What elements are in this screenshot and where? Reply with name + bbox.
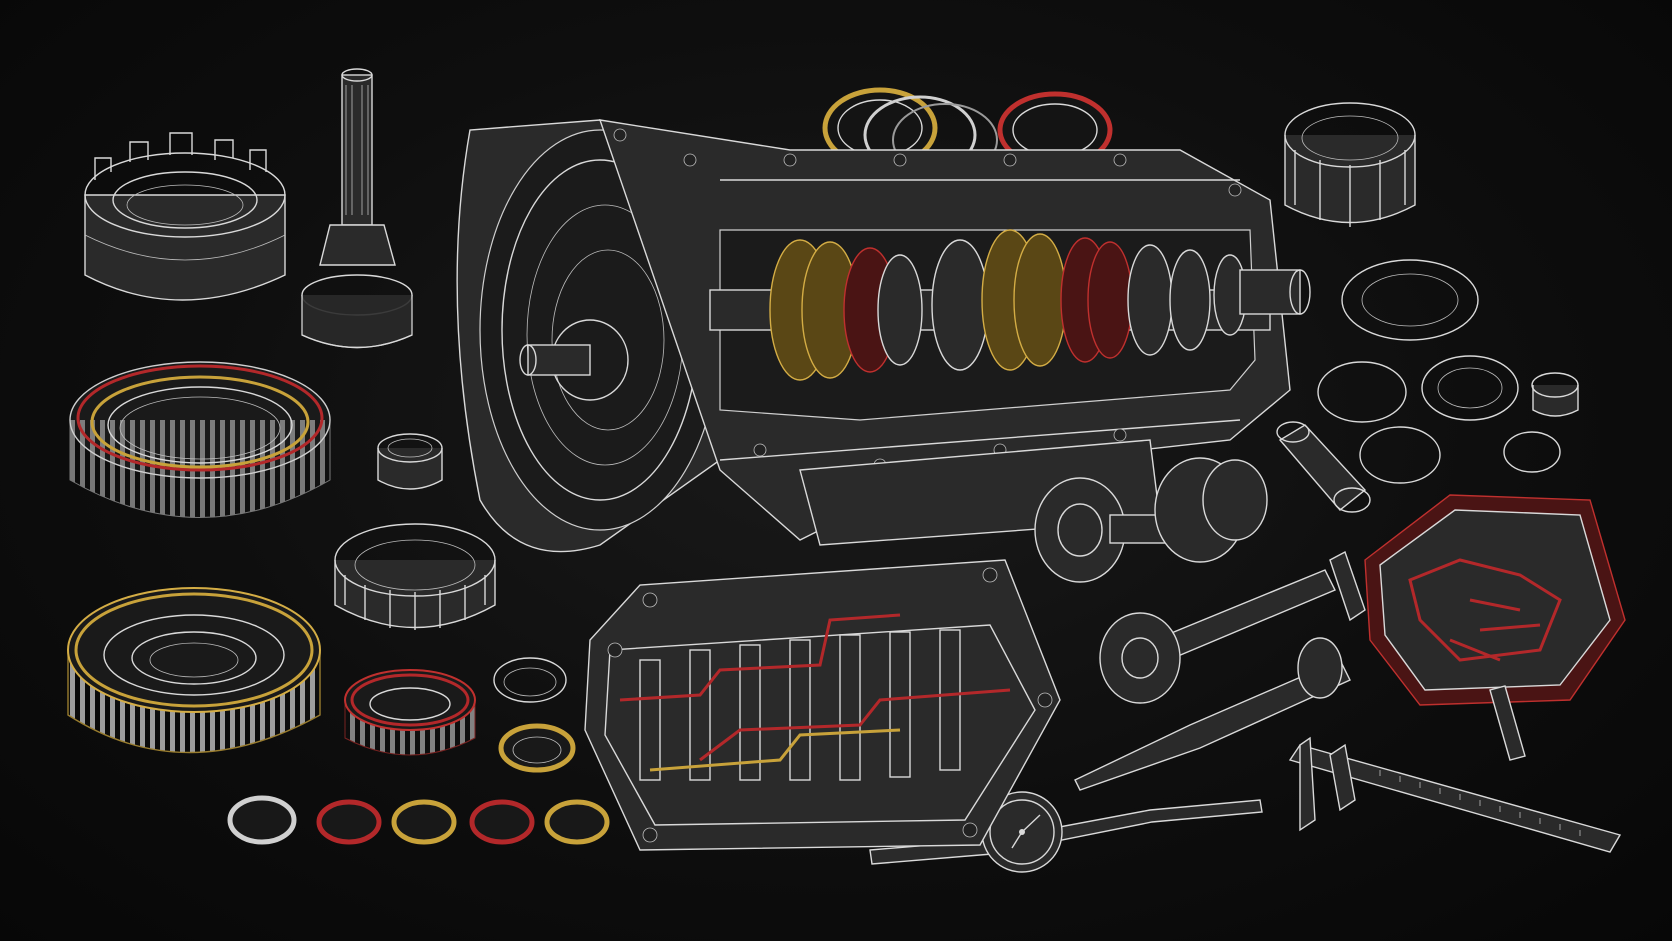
bushing-small: [377, 433, 443, 490]
transmission-housing: [456, 119, 1311, 553]
seal-rings-right: [1317, 259, 1579, 484]
output-shaft-b: [1074, 637, 1351, 791]
helical-gear-set: [1034, 457, 1268, 583]
sleeve-shaft: [1276, 421, 1371, 513]
seal-ring-gold-a: [498, 723, 576, 773]
output-shaft-a: [1099, 550, 1366, 704]
friction-ring-red: [344, 669, 476, 756]
input-shaft-gear: [301, 68, 413, 349]
gear-stack: [769, 229, 1247, 381]
valve-spools: [639, 629, 961, 781]
bearing-cage-right: [1284, 102, 1416, 227]
washer-row: [227, 795, 610, 845]
valve-body-main: [584, 559, 1061, 851]
seal-ring-grey-a: [493, 657, 567, 703]
vernier-caliper: [1288, 736, 1622, 853]
friction-clutch-pack-large: [69, 361, 331, 518]
clutch-drum-castellated: [84, 132, 286, 301]
valve-body-gasket-red: [1364, 494, 1626, 761]
bearing-cage-medium: [334, 523, 496, 630]
clutch-plates-top: [822, 87, 1113, 177]
friction-clutch-pack-gold: [67, 587, 321, 754]
